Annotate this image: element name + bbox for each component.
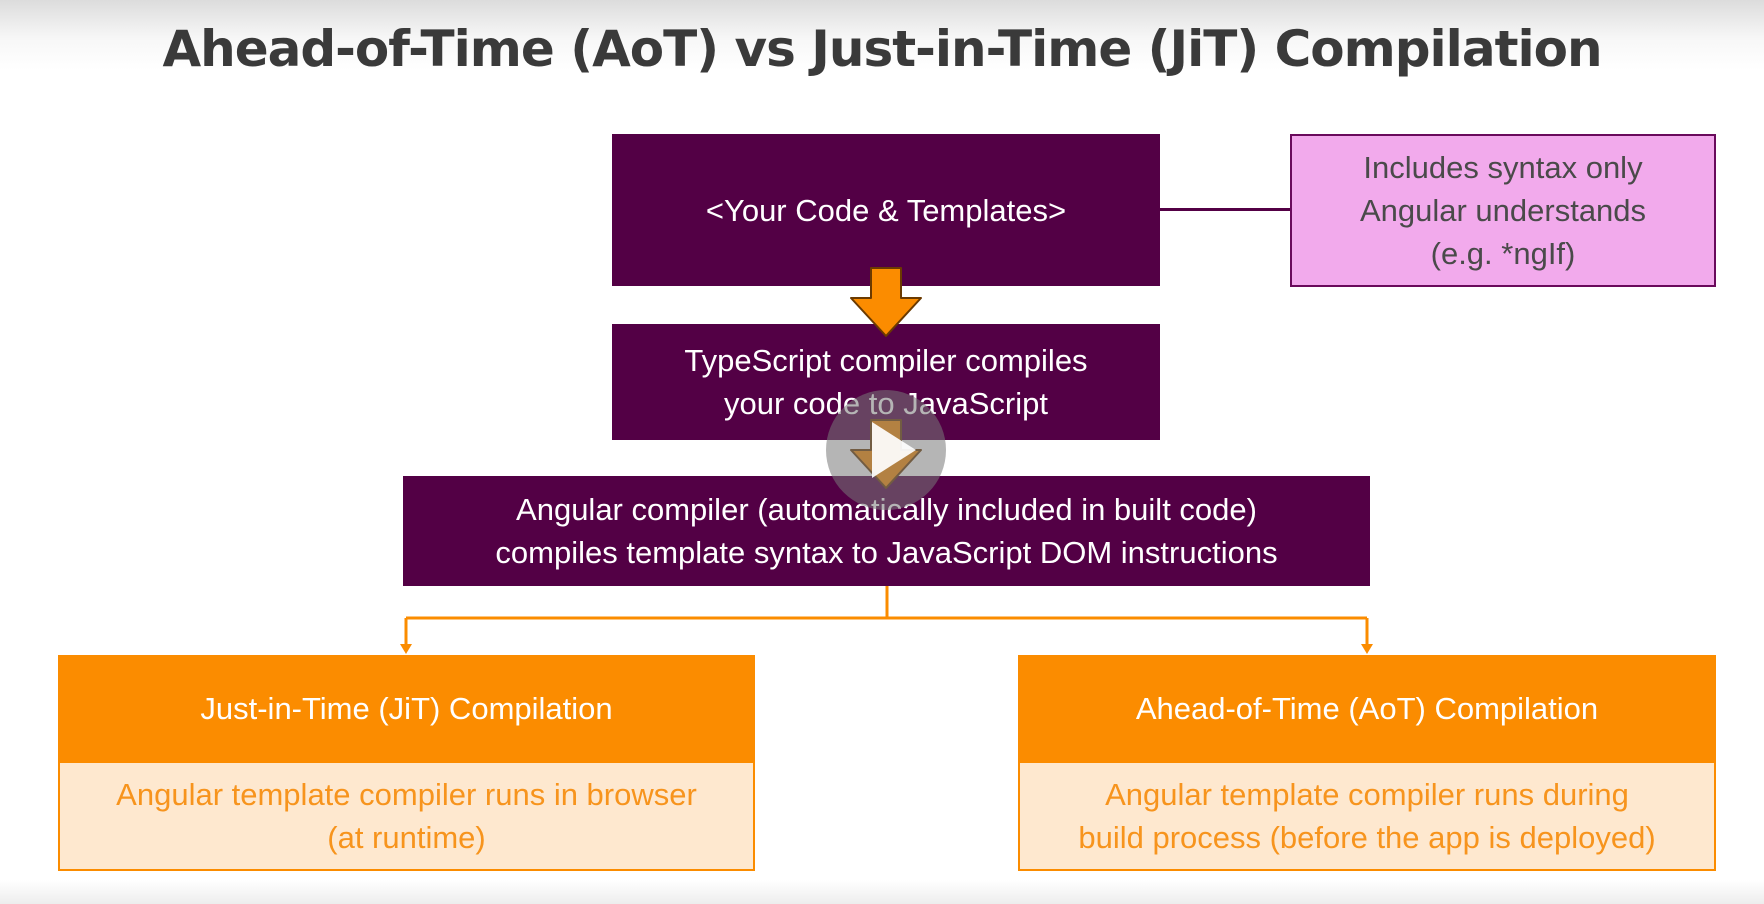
aot-title-box: Ahead-of-Time (AoT) Compilation bbox=[1018, 655, 1716, 763]
code-templates-label: <Your Code & Templates> bbox=[705, 192, 1067, 228]
ts-line-1: TypeScript compiler compiles bbox=[684, 343, 1088, 378]
jit-title: Just-in-Time (JiT) Compilation bbox=[200, 691, 613, 726]
top-gradient bbox=[0, 0, 1764, 70]
play-button[interactable] bbox=[826, 390, 946, 510]
note-connector bbox=[1160, 208, 1290, 211]
aot-line-1: Angular template compiler runs during bbox=[1105, 777, 1629, 812]
aot-title: Ahead-of-Time (AoT) Compilation bbox=[1135, 691, 1599, 726]
bottom-gradient bbox=[0, 880, 1764, 904]
syntax-note-box: Includes syntax only Angular understands… bbox=[1290, 134, 1716, 287]
down-arrow-icon bbox=[850, 267, 922, 337]
aot-description-box: Angular template compiler runs during bu… bbox=[1018, 763, 1716, 871]
jit-line-1: Angular template compiler runs in browse… bbox=[116, 777, 697, 812]
code-templates-box: <Your Code & Templates> bbox=[612, 134, 1160, 286]
note-line-3: (e.g. *ngIf) bbox=[1430, 236, 1576, 271]
play-button-icon bbox=[872, 422, 916, 478]
slide-title: Ahead-of-Time (AoT) vs Just-in-Time (JiT… bbox=[162, 20, 1602, 78]
branch-connector bbox=[400, 586, 1373, 654]
jit-line-2: (at runtime) bbox=[327, 820, 486, 855]
jit-description-box: Angular template compiler runs in browse… bbox=[58, 763, 755, 871]
jit-title-box: Just-in-Time (JiT) Compilation bbox=[58, 655, 755, 763]
aot-line-2: build process (before the app is deploye… bbox=[1078, 820, 1656, 855]
note-line-2: Angular understands bbox=[1359, 193, 1647, 228]
note-line-1: Includes syntax only bbox=[1363, 150, 1643, 185]
ng-line-2: compiles template syntax to JavaScript D… bbox=[495, 535, 1278, 570]
